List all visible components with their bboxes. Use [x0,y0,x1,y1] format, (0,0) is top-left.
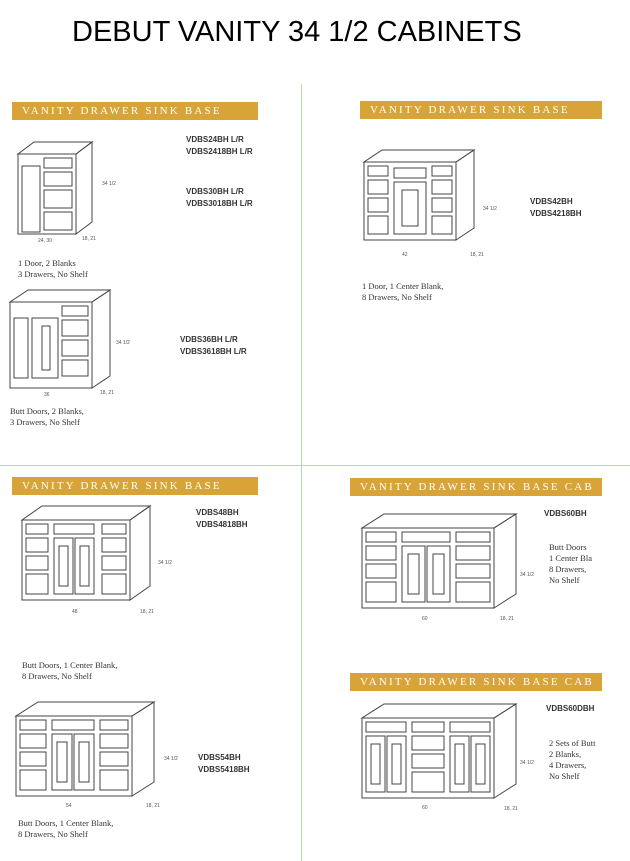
depth-dim: 18, 21 [470,252,484,258]
section-banner-bottom-right: VANITY DRAWER SINK BASE CAB [350,478,602,496]
section-banner-bottom-right-2: VANITY DRAWER SINK BASE CAB [350,673,602,691]
section-banner-bottom-left: VANITY DRAWER SINK BASE [12,477,258,495]
product-codes-54: VDBS54BH VDBS5418BH [198,753,250,774]
horizontal-divider [0,465,630,466]
product-codes-48: VDBS48BH VDBS4818BH [196,508,248,529]
depth-dim: 18, 21 [500,616,514,622]
product-description-60d: 2 Sets of Butt 2 Blanks, 4 Drawers, No S… [549,738,596,781]
height-dim: 34 1/2 [483,206,497,212]
product-description-60: Butt Doors 1 Center Bla 8 Drawers, No Sh… [549,542,592,585]
depth-dim: 18, 21 [100,390,114,396]
depth-dim: 18, 21 [82,236,96,242]
product-description-48: Butt Doors, 1 Center Blank, 8 Drawers, N… [22,660,118,681]
width-dim: 54 [66,803,72,809]
depth-dim: 18, 21 [146,803,160,809]
height-dim: 34 1/2 [158,560,172,566]
product-codes-60d: VDBS60DBH [546,704,595,713]
product-codes-42: VDBS42BH VDBS4218BH [530,197,582,218]
cabinet-drawing-vdbs60d [358,702,528,806]
page-title: DEBUT VANITY 34 1/2 CABINETS [72,16,522,48]
cabinet-drawing-vdbs60 [358,512,528,616]
product-description-36: Butt Doors, 2 Blanks, 3 Drawers, No Shel… [10,406,84,427]
width-dim: 42 [402,252,408,258]
product-codes-30: VDBS30BH L/R VDBS3018BH L/R [186,187,253,208]
width-dim: 36 [44,392,50,398]
section-banner-top-left: VANITY DRAWER SINK BASE [12,102,258,120]
cabinet-drawing-vdbs42 [360,148,484,248]
vertical-divider [301,84,302,861]
cabinet-drawing-vdbs36 [6,288,118,394]
cabinet-drawing-vdbs48 [18,504,158,608]
product-codes-60: VDBS60BH [544,509,587,518]
section-banner-top-right: VANITY DRAWER SINK BASE [360,101,602,119]
cabinet-drawing-vdbs24 [14,140,104,240]
product-codes-24: VDBS24BH L/R VDBS2418BH L/R [186,135,253,156]
width-dim: 60 [422,805,428,811]
depth-dim: 18, 21 [140,609,154,615]
height-dim: 34 1/2 [116,340,130,346]
cabinet-drawing-vdbs54 [12,700,162,804]
depth-dim: 18, 21 [504,806,518,812]
width-dim: 24, 30 [38,238,52,244]
product-description-24-30: 1 Door, 2 Blanks 3 Drawers, No Shelf [18,258,88,279]
width-dim: 48 [72,609,78,615]
product-description-54: Butt Doors, 1 Center Blank, 8 Drawers, N… [18,818,114,839]
height-dim: 34 1/2 [520,572,534,578]
height-dim: 34 1/2 [102,181,116,187]
width-dim: 60 [422,616,428,622]
product-codes-36: VDBS36BH L/R VDBS3618BH L/R [180,335,247,356]
height-dim: 34 1/2 [520,760,534,766]
product-description-42: 1 Door, 1 Center Blank, 8 Drawers, No Sh… [362,281,444,302]
height-dim: 34 1/2 [164,756,178,762]
